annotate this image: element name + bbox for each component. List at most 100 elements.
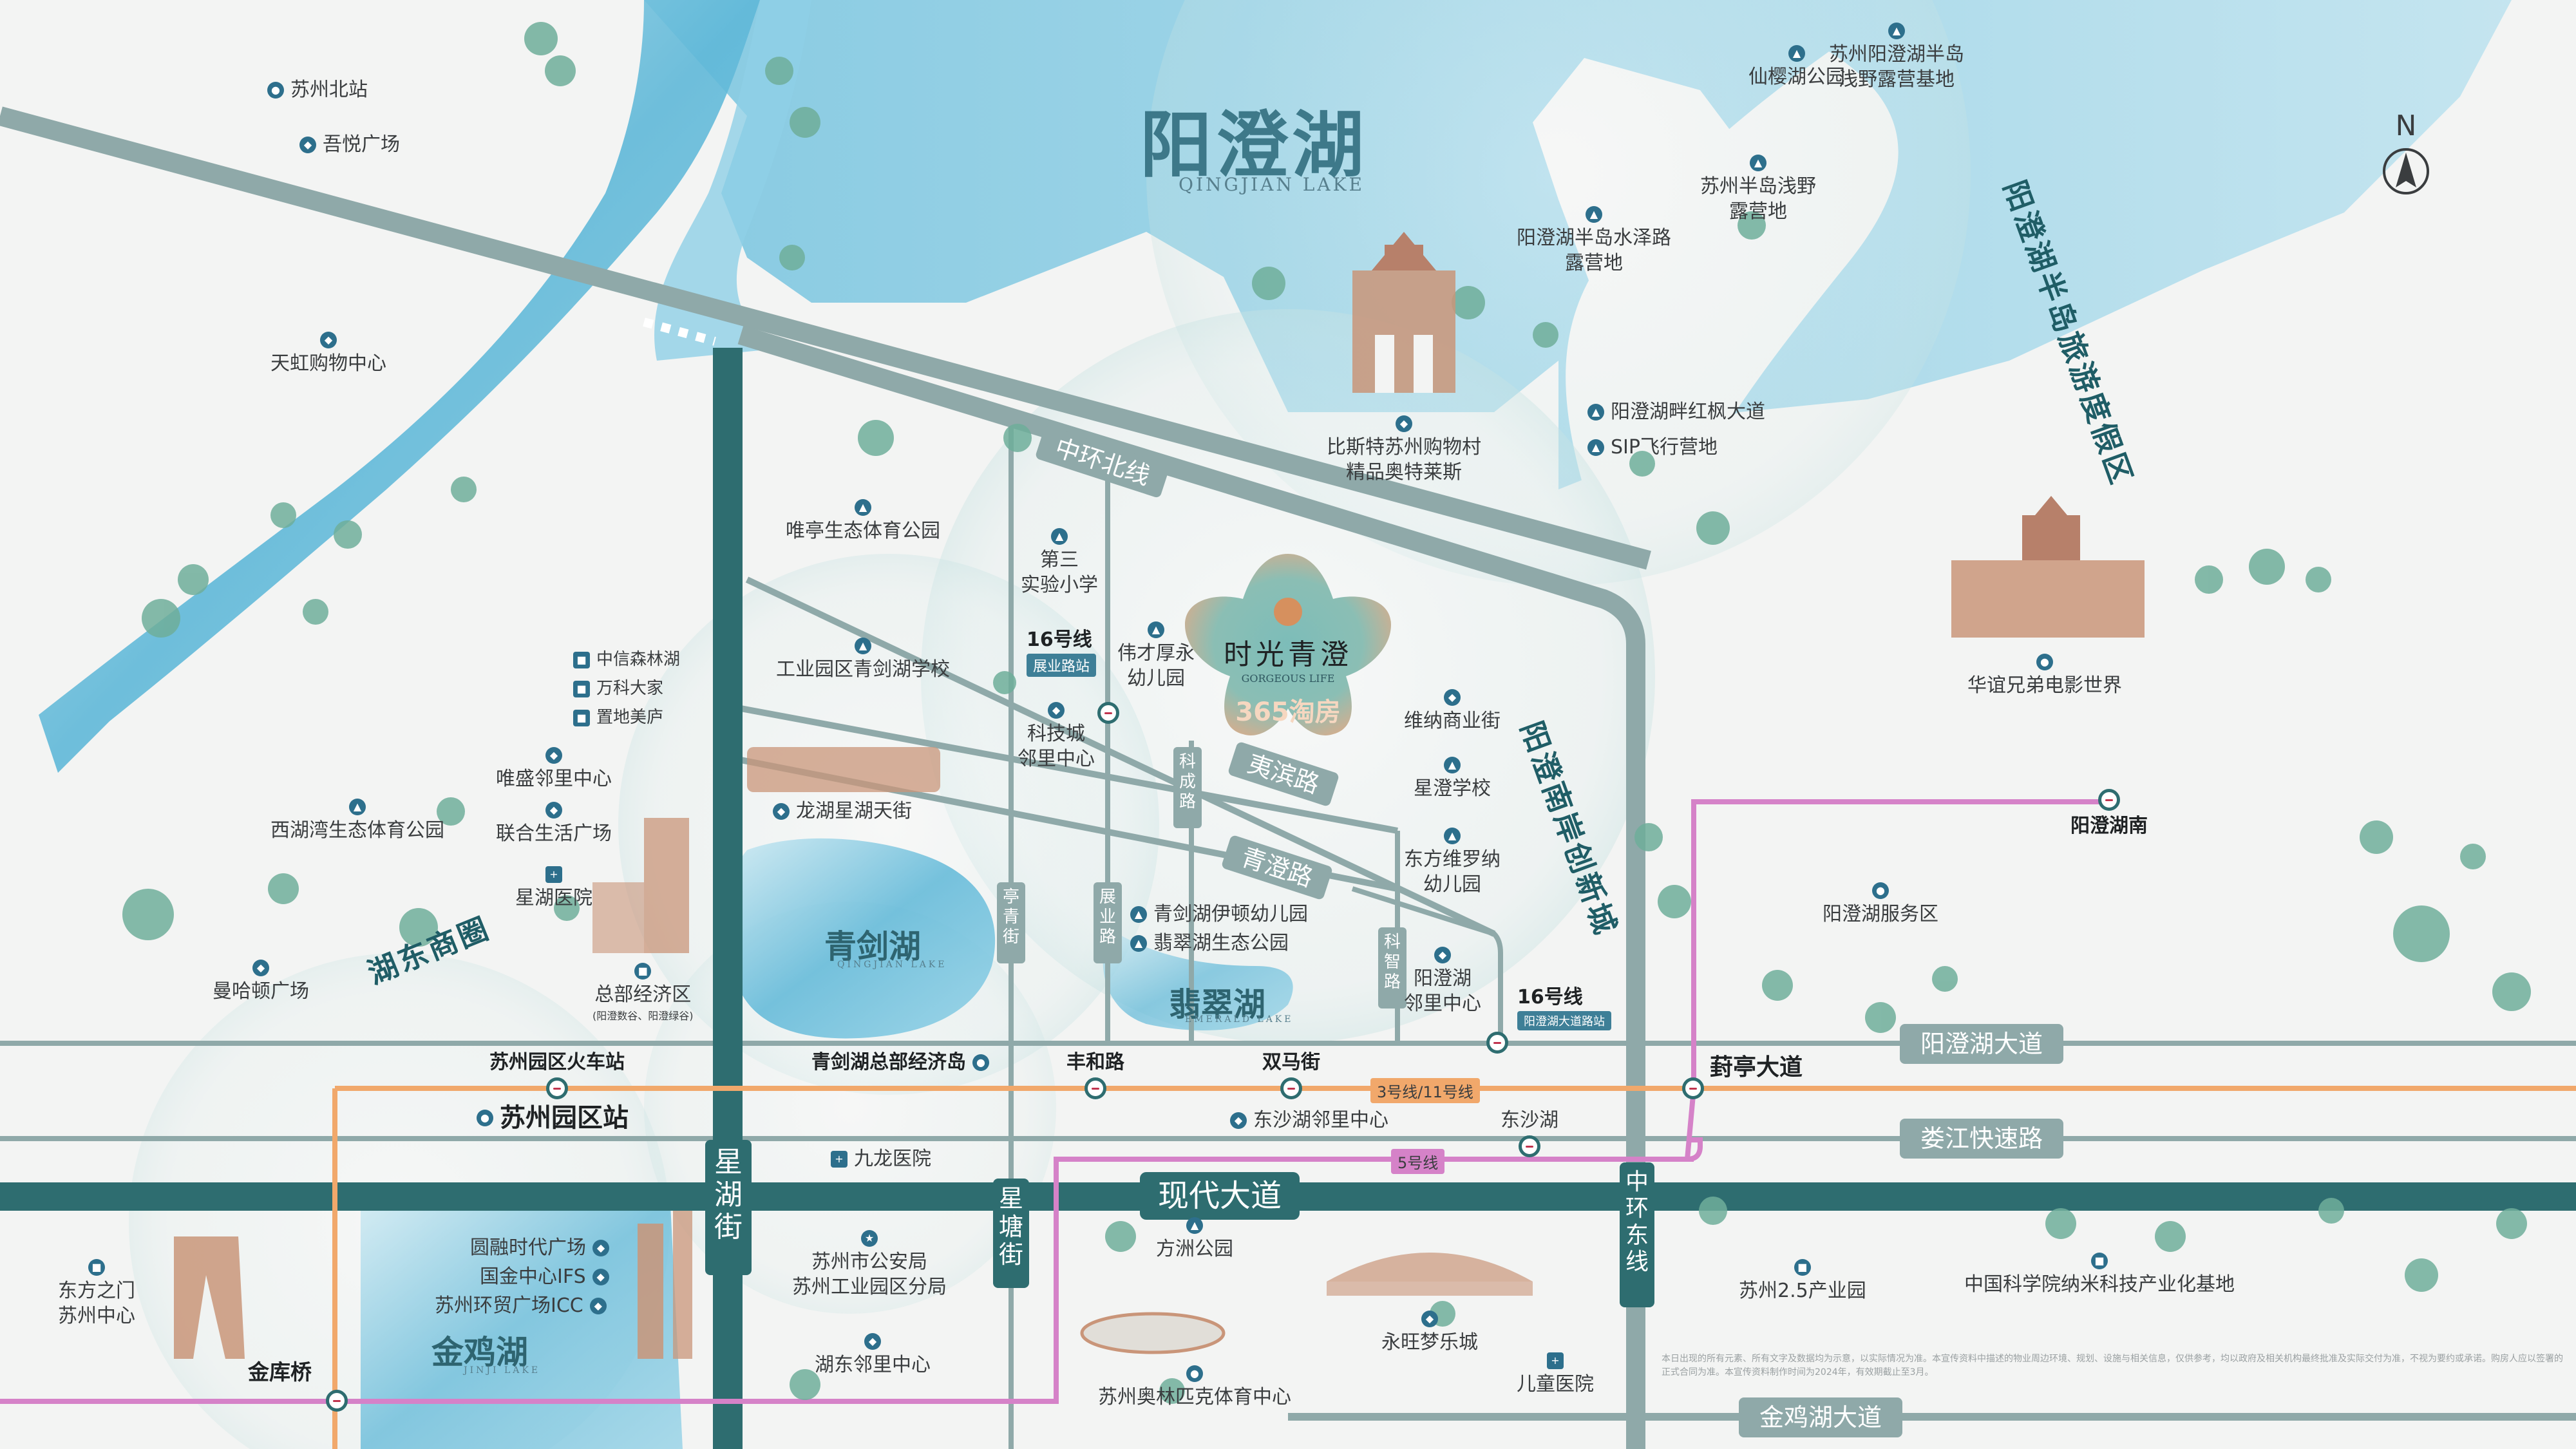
poi-longhu[interactable]: ◆ 龙湖星湖天街 [773, 799, 912, 824]
shopping-icon: ◆ [545, 802, 562, 819]
school-icon: ▲ [1444, 757, 1461, 773]
park-icon: ▲ [1788, 45, 1805, 62]
poi-zhidi[interactable]: ■ 置地美庐 [573, 707, 663, 729]
residence-icon: ■ [573, 709, 590, 726]
feicui-lake-en: EMERALD LAKE [1185, 1014, 1294, 1025]
poi-xingcheng-school[interactable]: ▲ 星澄学校 [1414, 757, 1491, 801]
station-suzhou-park-train[interactable]: 苏州园区火车站 [489, 1050, 625, 1099]
poi-sip-flight[interactable]: ▲ SIP飞行营地 [1587, 435, 1718, 460]
station-jinkuqiao[interactable]: 金库桥 [248, 1359, 312, 1385]
map-pin-icon: ● [477, 1110, 493, 1126]
map-pin-icon: ● [267, 81, 284, 99]
station-fenghe[interactable]: 丰和路 [1066, 1050, 1124, 1099]
poi-vanke[interactable]: ■ 万科大家 [573, 678, 663, 700]
park-icon: ▲ [349, 799, 366, 815]
shopping-icon: ◆ [299, 136, 316, 153]
project-watermark: 365淘房 [1235, 697, 1341, 727]
project-marker[interactable]: 时光青澄 GORGEOUS LIFE 365淘房 [1211, 631, 1365, 728]
station-yangchenghu-south[interactable]: 阳澄湖南 [2070, 789, 2148, 838]
poi-weicai[interactable]: ▲ 伟才厚永 幼儿园 [1117, 621, 1195, 691]
metro-16-top-station: 展业路站 [1027, 654, 1097, 677]
yangcheng-lake-en: QINGJIAN LAKE [1179, 174, 1365, 195]
poi-dongfang[interactable]: ▲ 东方维罗纳 幼儿园 [1404, 828, 1501, 897]
metro-station-icon [1084, 1077, 1106, 1099]
park-icon: ● [2036, 654, 2053, 670]
poi-qingjian-school[interactable]: ▲ 工业园区青剑湖学校 [776, 638, 950, 682]
compass-arrow-icon [2383, 148, 2429, 194]
hospital-icon: + [1547, 1352, 1564, 1369]
poi-dongfang-gate[interactable]: ■ 东方之门 苏州中心 [58, 1259, 135, 1329]
poi-school3[interactable]: ▲ 第三 实验小学 [1021, 528, 1098, 598]
metro-16-top-line: 16号线 [1027, 629, 1092, 651]
poi-icc[interactable]: 苏州环贸广场ICC ◆ [435, 1293, 607, 1318]
poi-bandao-camp[interactable]: ▲ 苏州半岛浅野 露营地 [1700, 155, 1816, 224]
poi-qingjianhu-eaton[interactable]: ▲ 青剑湖伊顿幼儿园 [1130, 902, 1308, 927]
poi-service-area[interactable]: ● 阳澄湖服务区 [1823, 882, 1938, 927]
station-shuangma[interactable]: 双马街 [1262, 1050, 1320, 1099]
qingjian-lake-en: QINGJIAN LAKE [837, 960, 947, 970]
hospital-icon: + [831, 1150, 848, 1168]
poi-kejicheng[interactable]: ◆ 科技城 邻里中心 [1018, 702, 1095, 772]
project-en: GORGEOUS LIFE [1241, 672, 1335, 685]
poi-weina[interactable]: ◆ 维纳商业街 [1404, 689, 1501, 734]
sport-icon: ● [1186, 1365, 1203, 1382]
poi-lianhe[interactable]: ◆ 联合生活广场 [496, 802, 612, 846]
poi-fangzhou[interactable]: ▲ 方洲公园 [1156, 1217, 1233, 1262]
poi-hq-district[interactable]: ■ 总部经济区 (阳澄数谷、阳澄绿谷) [592, 963, 694, 1023]
poi-manhattan[interactable]: ◆ 曼哈顿广场 [213, 960, 309, 1004]
poi-dongshahu-neighborhood[interactable]: ◆ 东沙湖邻里中心 [1230, 1108, 1388, 1133]
poi-nano[interactable]: ■ 中国科学院纳米科技产业化基地 [1964, 1253, 2235, 1297]
poi-huayi[interactable]: ● 华谊兄弟电影世界 [1967, 654, 2122, 698]
poi-suzhou-north[interactable]: ● 苏州北站 [267, 77, 368, 102]
poi-olympic[interactable]: ● 苏州奥林匹克体育中心 [1098, 1365, 1291, 1410]
poi-xinghu-hospital[interactable]: + 星湖医院 [515, 866, 592, 911]
poi-police[interactable]: ★ 苏州市公安局 苏州工业园区分局 [792, 1230, 947, 1300]
metro-station-icon[interactable] [1486, 1032, 1508, 1054]
poi-children-hospital[interactable]: + 儿童医院 [1517, 1352, 1594, 1397]
road-yangchenghu-avenue: 阳澄湖大道 [1900, 1024, 2064, 1064]
road-louting-avenue: 葑亭大道 [1710, 1054, 1803, 1081]
poi-maple[interactable]: ▲ 阳澄湖畔红枫大道 [1587, 399, 1765, 424]
poi-jiulong[interactable]: + 九龙医院 [831, 1146, 931, 1171]
shopping-icon: ◆ [1444, 689, 1461, 706]
poi-feicuihu-park[interactable]: ▲ 翡翠湖生态公园 [1130, 931, 1289, 956]
office-icon: ■ [2091, 1253, 2108, 1269]
poi-yuanrong[interactable]: 圆融时代广场 ◆ [470, 1235, 609, 1260]
compass-letter: N [2395, 109, 2417, 142]
poi-peninsula-camp[interactable]: ▲ 苏州阳澄湖半岛 浅野露营基地 [1829, 23, 1964, 92]
station-dongshahu[interactable]: 东沙湖 [1501, 1108, 1558, 1157]
poi-bicester[interactable]: ◆ 比斯特苏州购物村 精品奥特莱斯 [1327, 415, 1481, 485]
poi-yongwang[interactable]: ◆ 永旺梦乐城 [1381, 1311, 1478, 1355]
park-icon: ▲ [1186, 1217, 1203, 1234]
station-suzhou-park[interactable]: ● 苏州园区站 [477, 1101, 629, 1135]
road-jinjihu-avenue: 金鸡湖大道 [1739, 1397, 1903, 1437]
poi-weisheng[interactable]: ◆ 唯盛邻里中心 [496, 747, 612, 791]
compass: N [2380, 109, 2432, 203]
poi-hudong-neighborhood[interactable]: ◆ 湖东邻里中心 [815, 1333, 931, 1378]
poi-wuyue[interactable]: ◆ 吾悦广场 [299, 132, 400, 157]
poi-industry25[interactable]: ■ 苏州2.5产业园 [1739, 1259, 1866, 1303]
poi-weiting-park[interactable]: ▲ 唯亭生态体育公园 [786, 499, 940, 544]
poi-ifs[interactable]: 国金中心IFS ◆ [480, 1264, 609, 1289]
road-kecheng: 科成路 [1173, 747, 1202, 828]
poi-hq-district-sub: (阳澄数谷、阳澄绿谷) [592, 1010, 694, 1022]
map-pin-icon: ● [972, 1054, 989, 1071]
metro-station-icon [1280, 1077, 1302, 1099]
metro-line-5: 5号线 [1391, 1149, 1445, 1174]
station-qingjianhu-hq[interactable]: 青剑湖总部经济岛 ● [811, 1050, 989, 1075]
metro-station-icon[interactable] [1682, 1077, 1704, 1099]
metro-station-icon[interactable] [1097, 702, 1119, 724]
metro-station-icon[interactable] [326, 1390, 348, 1412]
poi-tianhong[interactable]: ◆ 天虹购物中心 [270, 332, 386, 376]
poi-xihuwan[interactable]: ▲ 西湖湾生态体育公园 [270, 799, 444, 843]
road-xiandai: 现代大道 [1140, 1172, 1300, 1220]
poi-yangchenghu-neighborhood[interactable]: ◆ 阳澄湖 邻里中心 [1404, 947, 1481, 1016]
poi-xianying[interactable]: ▲ 仙樱湖公园 [1748, 45, 1845, 90]
poi-shuize[interactable]: ▲ 阳澄湖半岛水泽路 露营地 [1517, 206, 1671, 276]
hospital-icon: + [545, 866, 562, 883]
poi-citic-forest[interactable]: ■ 中信森林湖 [573, 649, 680, 671]
police-icon: ★ [861, 1230, 878, 1247]
shopping-icon: ◆ [1434, 947, 1451, 963]
shopping-icon: ◆ [1421, 1311, 1438, 1327]
